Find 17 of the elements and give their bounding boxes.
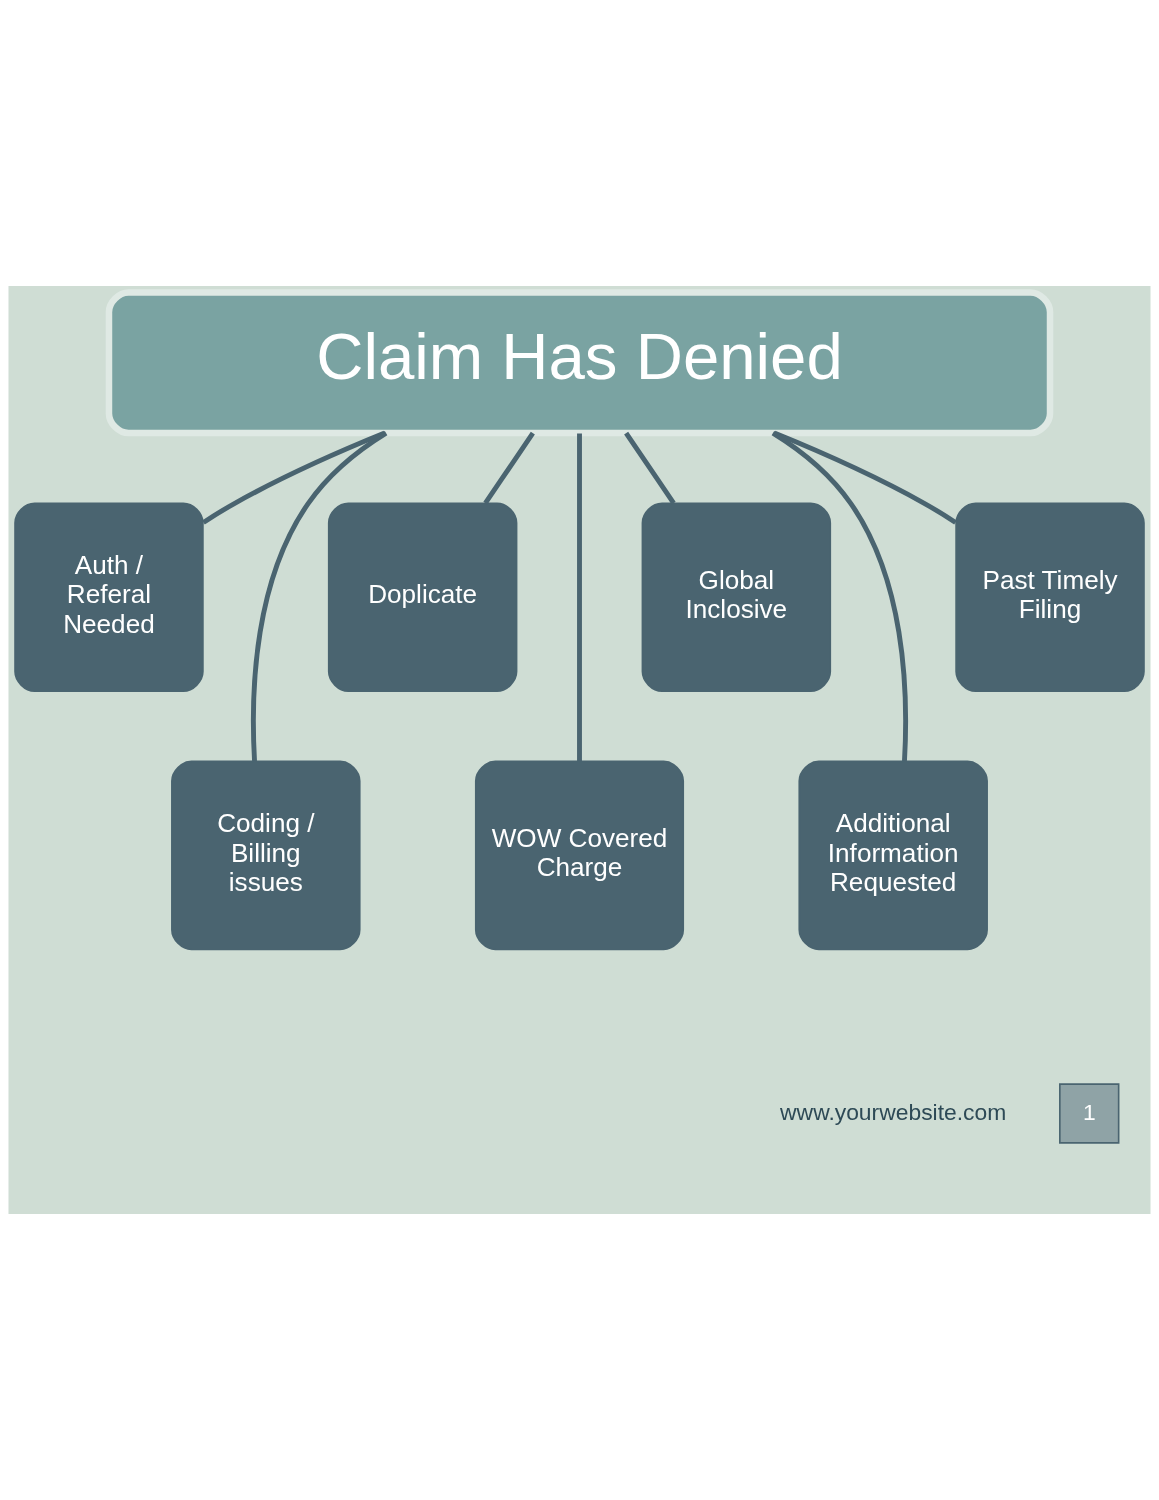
connector — [250, 430, 388, 762]
connector — [202, 430, 386, 525]
node-box: Coding / Billing issues — [171, 760, 361, 951]
connector — [773, 430, 957, 525]
node-box: Doplicate — [327, 502, 518, 692]
node-box: Global Inclosive — [641, 502, 832, 692]
connector — [771, 430, 909, 762]
connector — [483, 431, 535, 505]
connector — [624, 431, 676, 505]
node-box: Past Timely Filing — [955, 502, 1145, 692]
connector — [577, 433, 582, 762]
node-box: Additional Information Requested — [798, 760, 988, 951]
node-box: Claim Has Denied — [105, 289, 1054, 437]
node-box: Auth / Referal Needed — [14, 502, 204, 692]
node-box: WOW Covered Charge — [474, 760, 685, 951]
label: www.yourwebsite.com — [780, 1098, 1007, 1125]
label: 1 — [1082, 1098, 1096, 1125]
